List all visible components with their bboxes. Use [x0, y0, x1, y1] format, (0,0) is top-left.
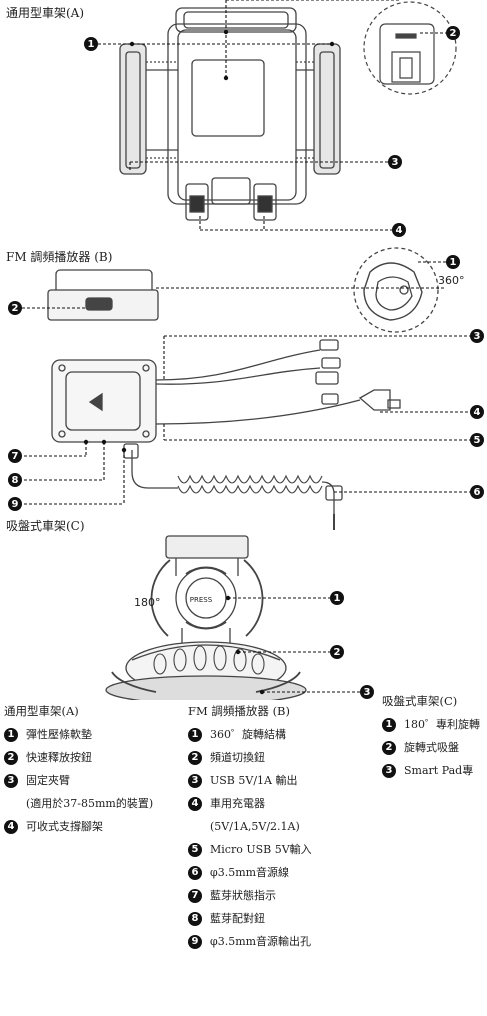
legend-a-item-note: (適用於37-85mm的裝置) [26, 797, 154, 810]
angle-360-label: 360° [438, 274, 465, 287]
angle-180-label: 180° [134, 596, 161, 609]
legend-a-heading: 通用型車架(A) [4, 704, 79, 718]
callout-c1: 1 [330, 591, 344, 605]
callout-b3: 3 [470, 329, 484, 343]
callout-b9: 9 [8, 497, 22, 511]
callout-b6: 6 [470, 485, 484, 499]
callout-b8: 8 [8, 473, 22, 487]
press-label: PRESS [190, 596, 213, 604]
callout-b2: 2 [8, 301, 22, 315]
product-illustration: PRESS [22, 0, 470, 700]
callout-b4: 4 [470, 405, 484, 419]
callout-b1: 1 [446, 255, 460, 269]
legend-c-heading: 吸盤式車架(C) [382, 694, 458, 708]
legend-b-heading: FM 調頻播放器 (B) [188, 704, 290, 718]
callout-c2: 2 [330, 645, 344, 659]
section-a-title: 通用型車架(A) [6, 6, 85, 20]
suction-mount-drawing [105, 535, 307, 700]
callout-a2: 2 [446, 26, 460, 40]
legend-b-item-note: (5V/1A,5V/2.1A) [210, 820, 300, 833]
callout-b5: 5 [470, 433, 484, 447]
callout-a4: 4 [392, 223, 406, 237]
callout-c3: 3 [360, 685, 374, 699]
section-c-title: 吸盤式車架(C) [6, 519, 85, 533]
callout-b7: 7 [8, 449, 22, 463]
section-b-title: FM 調頻播放器 (B) [6, 250, 113, 264]
universal-holder-drawing [119, 7, 341, 221]
callout-a1: 1 [84, 37, 98, 51]
release-button-detail [363, 1, 457, 95]
callout-a3: 3 [388, 155, 402, 169]
fm-player-drawing [47, 247, 439, 530]
